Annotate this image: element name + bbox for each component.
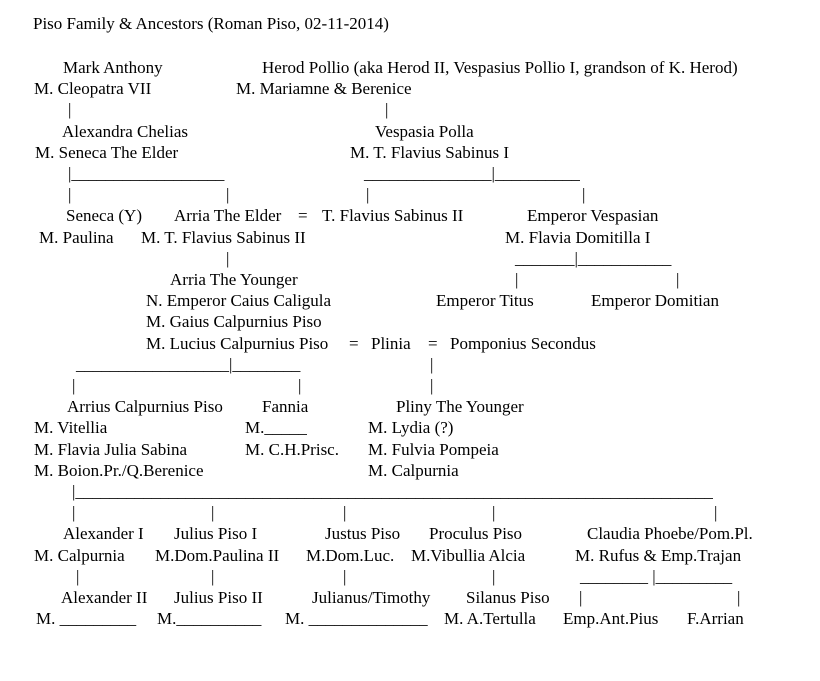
tree-text: Mark Anthony <box>63 58 163 77</box>
tree-text: Alexandra Chelias <box>62 122 189 141</box>
tree-connector: _______________|__________ <box>364 164 580 183</box>
tree-text: Proculus Piso <box>429 524 523 543</box>
tree-connector: | <box>68 100 72 119</box>
tree-text: Julius Piso I <box>174 524 258 543</box>
tree-text: M.Vibullia Alcia <box>411 546 526 565</box>
tree-text: Claudia Phoebe/Pom.Pl. <box>587 524 753 543</box>
tree-connector: | <box>72 503 76 522</box>
tree-text: Vespasia Polla <box>375 122 474 141</box>
tree-connector: | <box>492 567 496 586</box>
tree-text: M. Calpurnia <box>34 546 125 565</box>
tree-connector: | <box>366 185 370 204</box>
tree-text: Alexander I <box>63 524 144 543</box>
tree-connector: | <box>582 185 586 204</box>
tree-connector: _______|___________ <box>515 249 672 268</box>
tree-connector: | <box>579 588 583 607</box>
tree-text: Julianus/Timothy <box>312 588 431 607</box>
tree-text: Pomponius Secondus <box>450 334 596 353</box>
tree-text: Silanus Piso <box>466 588 550 607</box>
tree-connector: | <box>72 376 76 395</box>
tree-text: M.Dom.Paulina II <box>155 546 280 565</box>
tree-text: Pliny The Younger <box>396 397 524 416</box>
tree-connector: = <box>298 206 308 225</box>
tree-text: M. Flavia Julia Sabina <box>34 440 187 459</box>
tree-connector: | <box>298 376 302 395</box>
tree-text: M. Calpurnia <box>368 461 459 480</box>
tree-connector: | <box>343 503 347 522</box>
tree-text: Emperor Vespasian <box>527 206 659 225</box>
tree-text: Herod Pollio (aka Herod II, Vespasius Po… <box>262 58 738 77</box>
tree-connector: | <box>492 503 496 522</box>
tree-connector: | <box>430 355 434 374</box>
document-title: Piso Family & Ancestors (Roman Piso, 02-… <box>33 14 389 33</box>
tree-connector: | <box>515 270 519 289</box>
tree-text: M.__________ <box>157 609 262 628</box>
tree-text: Fannia <box>262 397 309 416</box>
tree-text: M. Lucius Calpurnius Piso <box>146 334 329 353</box>
tree-text: M. A.Tertulla <box>444 609 536 628</box>
tree-text: M. Mariamne & Berenice <box>236 79 412 98</box>
tree-text: M. Boion.Pr./Q.Berenice <box>34 461 204 480</box>
tree-text: M. Vitellia <box>34 418 108 437</box>
tree-text: M. C.H.Prisc. <box>245 440 339 459</box>
tree-text: M. Rufus & Emp.Trajan <box>575 546 742 565</box>
tree-text: Justus Piso <box>325 524 401 543</box>
tree-connector: | <box>76 567 80 586</box>
tree-text: M. Lydia (?) <box>368 418 454 437</box>
tree-connector: ________ |_________ <box>580 567 733 586</box>
tree-connector: = <box>349 334 359 353</box>
tree-connector: | <box>714 503 718 522</box>
tree-connector: __________________|________ <box>76 355 301 374</box>
tree-connector: | <box>226 185 230 204</box>
tree-text: M. Gaius Calpurnius Piso <box>146 312 322 331</box>
tree-text: Emperor Titus <box>436 291 534 310</box>
tree-connector: | <box>676 270 680 289</box>
tree-connector: | <box>211 567 215 586</box>
tree-text: Plinia <box>371 334 411 353</box>
tree-text: M. Paulina <box>39 228 114 247</box>
tree-connector: |__________________ <box>68 164 225 183</box>
tree-connector: | <box>385 100 389 119</box>
tree-connector: | <box>737 588 741 607</box>
tree-text: M. Flavia Domitilla I <box>505 228 651 247</box>
tree-text: T. Flavius Sabinus II <box>322 206 464 225</box>
tree-text: M. Fulvia Pompeia <box>368 440 499 459</box>
tree-text: M. _________ <box>36 609 137 628</box>
tree-text: Arria The Younger <box>170 270 298 289</box>
tree-connector: | <box>226 249 230 268</box>
tree-text: M. T. Flavius Sabinus I <box>350 143 509 162</box>
tree-text: Arrius Calpurnius Piso <box>67 397 223 416</box>
tree-text: M. ______________ <box>285 609 428 628</box>
tree-text: Emperor Domitian <box>591 291 719 310</box>
tree-text: Arria The Elder <box>174 206 282 225</box>
tree-text: M. T. Flavius Sabinus II <box>141 228 306 247</box>
tree-text: Julius Piso II <box>174 588 263 607</box>
tree-connector: | <box>343 567 347 586</box>
tree-text: M._____ <box>245 418 307 437</box>
tree-text: F.Arrian <box>687 609 744 628</box>
tree-connector: | <box>430 376 434 395</box>
tree-connector: | <box>68 185 72 204</box>
tree-text: Seneca (Y) <box>66 206 142 225</box>
tree-text: Emp.Ant.Pius <box>563 609 659 628</box>
tree-text: M. Seneca The Elder <box>35 143 179 162</box>
tree-connector: |_______________________________________… <box>72 482 713 501</box>
tree-text: Alexander II <box>61 588 148 607</box>
tree-text: N. Emperor Caius Caligula <box>146 291 332 310</box>
tree-connector: | <box>211 503 215 522</box>
tree-text: M. Cleopatra VII <box>34 79 152 98</box>
tree-connector: = <box>428 334 438 353</box>
tree-text: M.Dom.Luc. <box>306 546 395 565</box>
